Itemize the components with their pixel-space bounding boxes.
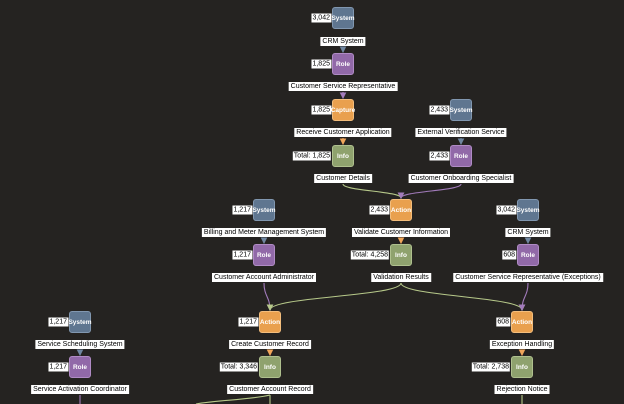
info-node-car[interactable]: Info xyxy=(259,356,281,378)
capture-node-recv[interactable]: Capture xyxy=(331,99,355,121)
recv-label: Receive Customer Application xyxy=(294,128,392,137)
vci-count-badge: 2,433 xyxy=(369,205,389,215)
role-node-csre[interactable]: Role xyxy=(517,244,539,266)
caa-count-badge: 1,217 xyxy=(232,250,252,260)
sss-count-badge: 1,217 xyxy=(48,317,68,327)
evs-label: External Verification Service xyxy=(415,128,507,137)
cos-label: Customer Onboarding Specialist xyxy=(408,174,514,183)
car-label: Customer Account Record xyxy=(227,385,313,394)
action-node-vci[interactable]: Action xyxy=(390,199,412,221)
sss-label: Service Scheduling System xyxy=(35,340,125,349)
vres-count-badge: Total: 4,258 xyxy=(350,250,389,260)
car-count-badge: Total: 3,346 xyxy=(219,362,258,372)
caa-label: Customer Account Administrator xyxy=(212,273,316,282)
cos-count-badge: 2,433 xyxy=(429,151,449,161)
edges xyxy=(76,46,532,404)
system-node-crm2[interactable]: System xyxy=(516,199,540,221)
edge-vres-to-exh xyxy=(400,282,526,312)
sac-label: Service Activation Coordinator xyxy=(31,385,129,394)
rej-label: Rejection Notice xyxy=(494,385,550,394)
csre-label: Customer Service Representative (Excepti… xyxy=(453,273,603,282)
crm2-label: CRM System xyxy=(505,228,551,237)
csr-count-badge: 1,825 xyxy=(311,59,331,69)
ccr-count-badge: 1,217 xyxy=(238,317,258,327)
rej-count-badge: Total: 2,738 xyxy=(471,362,510,372)
evs-count-badge: 2,433 xyxy=(429,105,449,115)
exh-count-badge: 608 xyxy=(496,317,510,327)
cdet-count-badge: Total: 1,825 xyxy=(292,151,331,161)
edge-cdet-to-vci xyxy=(342,183,405,200)
recv-count-badge: 1,825 xyxy=(311,105,331,115)
crm1-count-badge: 3,042 xyxy=(311,13,331,23)
vci-label: Validate Customer Information xyxy=(351,228,451,237)
edge-csre-to-exh xyxy=(518,282,529,312)
role-node-cos[interactable]: Role xyxy=(450,145,472,167)
ccr-label: Create Customer Record xyxy=(229,340,311,349)
crm2-count-badge: 3,042 xyxy=(496,205,516,215)
role-node-caa[interactable]: Role xyxy=(253,244,275,266)
info-node-vres[interactable]: Info xyxy=(390,244,412,266)
edge-vres-to-ccr xyxy=(266,282,402,312)
system-node-bmms[interactable]: System xyxy=(252,199,276,221)
bmms-count-badge: 1,217 xyxy=(232,205,252,215)
vres-label: Validation Results xyxy=(371,273,431,282)
action-node-ccr[interactable]: Action xyxy=(259,311,281,333)
edge-car-offscreen xyxy=(195,394,271,404)
edge-cos-to-vci xyxy=(397,183,462,200)
info-node-rej[interactable]: Info xyxy=(511,356,533,378)
role-node-csr[interactable]: Role xyxy=(332,53,354,75)
action-node-exh[interactable]: Action xyxy=(511,311,533,333)
crm1-label: CRM System xyxy=(320,37,366,46)
system-node-evs[interactable]: System xyxy=(449,99,473,121)
system-node-sss[interactable]: System xyxy=(68,311,92,333)
info-node-cdet[interactable]: Info xyxy=(332,145,354,167)
edge-caa-to-ccr xyxy=(263,282,274,312)
sac-count-badge: 1,217 xyxy=(48,362,68,372)
cdet-label: Customer Details xyxy=(314,174,372,183)
csre-count-badge: 608 xyxy=(502,250,516,260)
role-node-sac[interactable]: Role xyxy=(69,356,91,378)
exh-label: Exception Handling xyxy=(489,340,555,349)
system-node-crm1[interactable]: System xyxy=(331,7,355,29)
bmms-label: Billing and Meter Management System xyxy=(201,228,327,237)
csr-label: Customer Service Representative xyxy=(288,82,398,91)
